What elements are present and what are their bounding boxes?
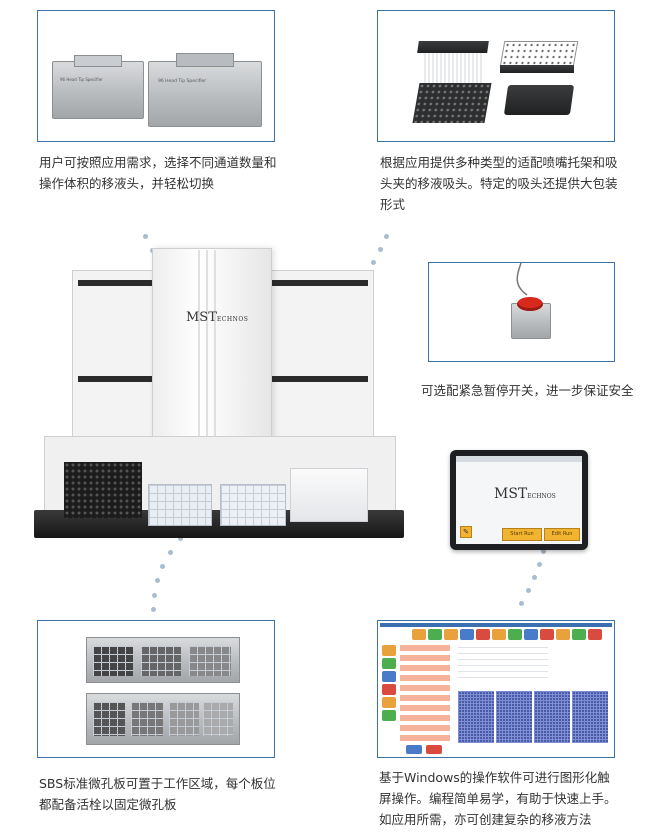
software-plate-4 xyxy=(572,691,608,743)
tip-rack-grid xyxy=(499,41,579,77)
deck-caption: SBS标准微孔板可置于工作区域，每个板位 都配备活栓以固定微孔板 xyxy=(39,776,276,812)
software-play-button[interactable] xyxy=(406,745,422,754)
instrument-illustration: MSTECHNOS xyxy=(30,240,415,560)
software-caption: 基于Windows的操作软件可进行图形化触 屏操作。编程简单易学，有助于快速上手… xyxy=(379,770,617,827)
tablet-start-run-button[interactable]: Start Run xyxy=(502,528,542,541)
software-screenshot-frame xyxy=(377,620,615,758)
software-plate-2 xyxy=(496,691,532,743)
tip-rack-loaded xyxy=(417,41,489,85)
deck-photo-bottom xyxy=(86,693,240,745)
tip-box-black-grid xyxy=(412,83,492,123)
emergency-stop-cable xyxy=(516,263,528,296)
tip-racks-photo-frame xyxy=(377,10,615,142)
pipetting-head-left: 96 Head Tip Specifier xyxy=(52,55,144,119)
tablet-screen: MSTECHNOS ✎ Start Run Edit Run xyxy=(456,456,582,544)
emergency-stop-caption: 可选配紧急暂停开关，进一步保证安全 xyxy=(421,383,634,398)
tablet-logo: MSTECHNOS xyxy=(494,486,556,502)
pipetting-heads-caption: 用户可按照应用需求，选择不同通道数量和 操作体积的移液头，并轻松切换 xyxy=(39,155,277,191)
emergency-stop-button[interactable] xyxy=(517,297,543,311)
tablet-device: MSTECHNOS ✎ Start Run Edit Run xyxy=(450,450,588,550)
tablet-tool-icon[interactable]: ✎ xyxy=(460,526,472,538)
pipetting-head-right-label: 96 Head Tip Specifier xyxy=(158,79,207,84)
software-window xyxy=(380,623,612,755)
deck-microplate-1 xyxy=(148,484,212,526)
software-stop-button[interactable] xyxy=(426,745,442,754)
deck-reservoir xyxy=(290,468,368,522)
tip-box-black-lid xyxy=(503,85,575,115)
software-toolbar xyxy=(412,629,608,643)
software-command-list xyxy=(400,645,450,741)
deck-photo-top xyxy=(86,637,240,683)
pipetting-head-left-label: 96 Head Tip Specifier xyxy=(60,77,103,82)
software-step-list xyxy=(382,645,396,725)
deck-photo-frame xyxy=(37,620,275,758)
deck-black-tip-box xyxy=(64,462,142,518)
software-plate-1 xyxy=(458,691,494,743)
emergency-stop-photo-frame xyxy=(428,262,615,362)
software-plate-3 xyxy=(534,691,570,743)
software-parameters xyxy=(458,647,548,681)
tablet-edit-run-button[interactable]: Edit Run xyxy=(544,528,580,541)
instrument-logo: MSTECHNOS xyxy=(186,310,249,325)
tip-racks-caption: 根据应用提供多种类型的适配喷嘴托架和吸 头夹的移液吸头。特定的吸头还提供大包装 … xyxy=(380,155,618,212)
pipetting-head-right: 96 Head Tip Specifier xyxy=(148,49,262,127)
deck-microplate-2 xyxy=(220,484,286,526)
instrument-gantry xyxy=(152,248,272,446)
pipetting-heads-photo-frame: 96 Head Tip Specifier 96 Head Tip Specif… xyxy=(37,10,275,142)
